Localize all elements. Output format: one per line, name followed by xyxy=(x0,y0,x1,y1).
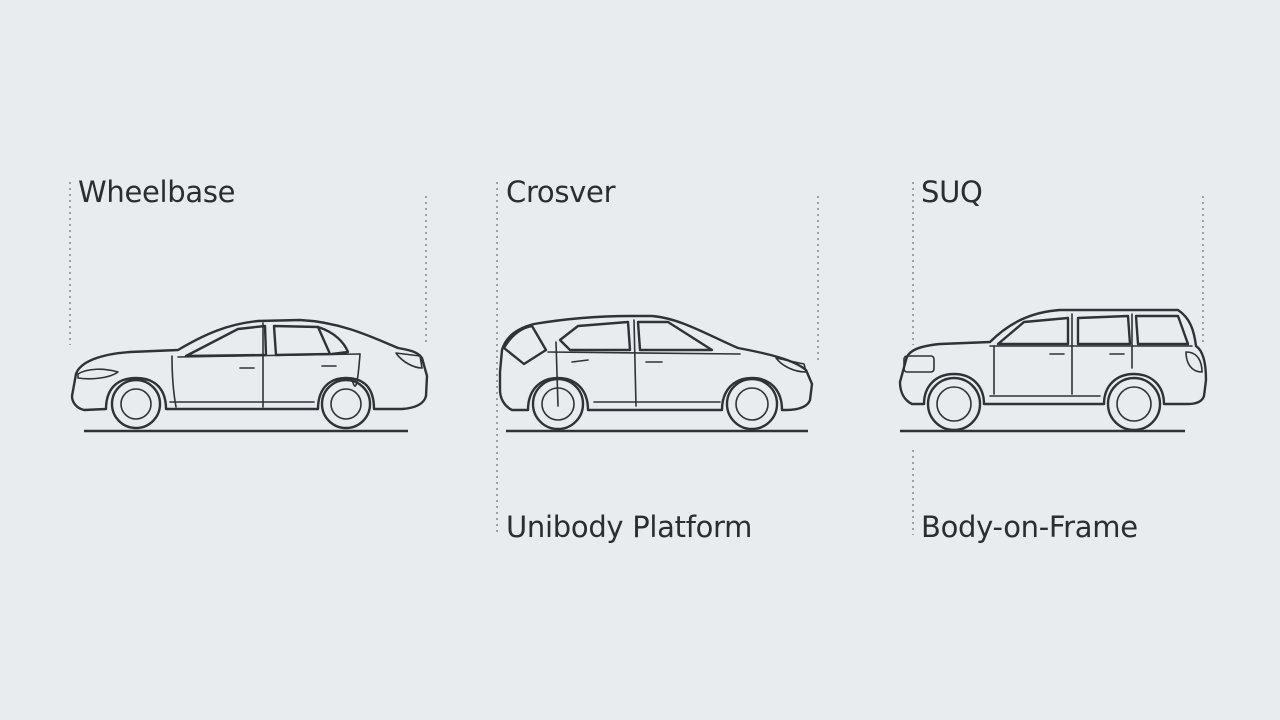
body-on-frame-label: Body-on-Frame xyxy=(921,510,1138,544)
crossover-icon xyxy=(498,314,814,431)
unibody-platform-label: Unibody Platform xyxy=(506,510,753,544)
wheelbase-label: Wheelbase xyxy=(78,175,236,209)
sedan-icon xyxy=(70,318,429,430)
crossover-label: Crosver xyxy=(506,175,616,209)
suv-icon xyxy=(898,308,1208,432)
suv-label: SUQ xyxy=(921,175,983,209)
